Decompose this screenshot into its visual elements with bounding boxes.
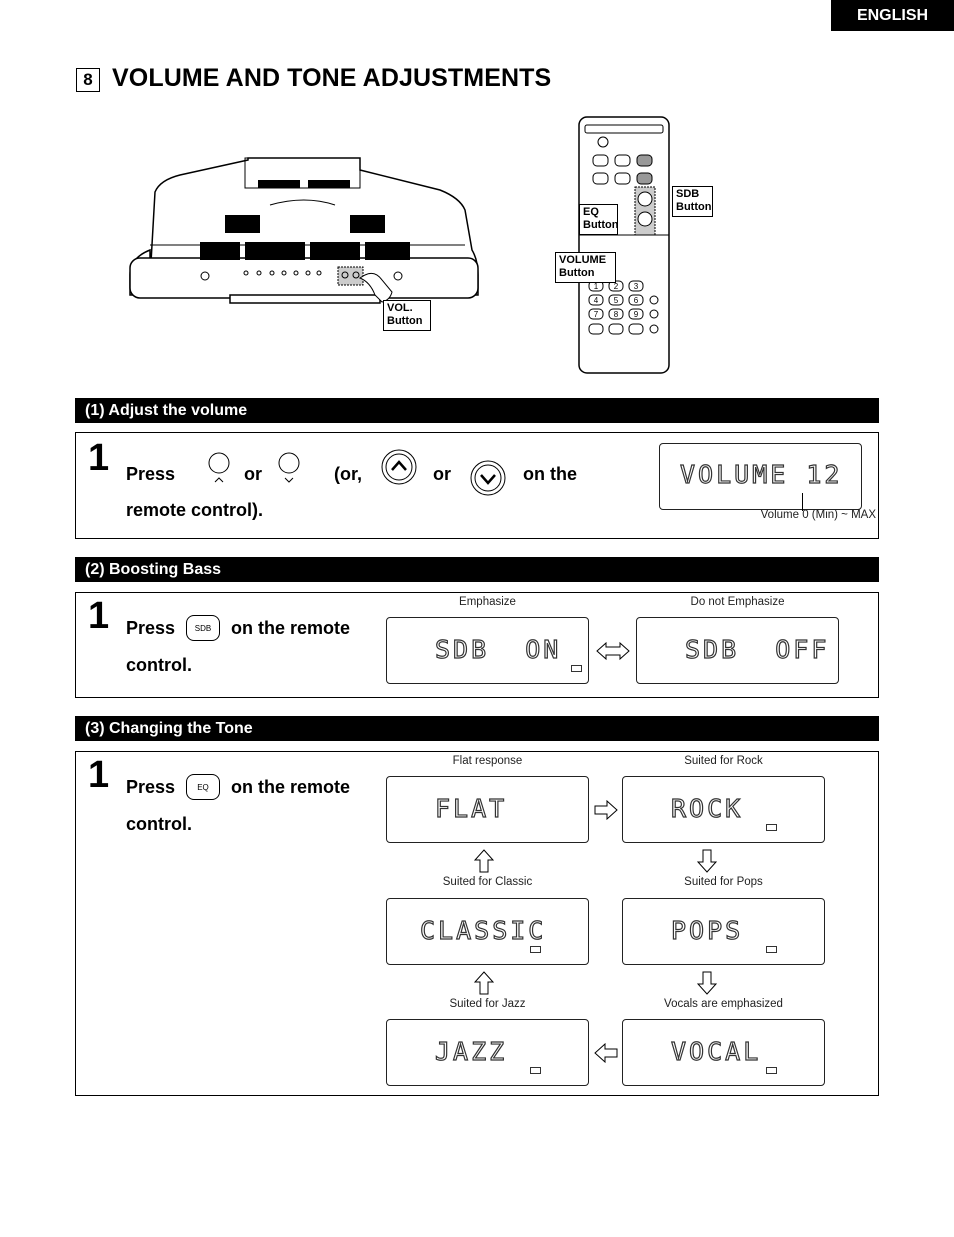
or-text: or — [244, 464, 262, 484]
eq-button-icon: EQ — [186, 774, 220, 800]
svg-text:1: 1 — [594, 282, 599, 291]
bass-step-box: 1 Press SDB on the remote control. Empha… — [75, 592, 879, 698]
volume-range-note: Volume 0 (Min) ~ MAX — [760, 509, 876, 521]
sdb-on-caption: Emphasize — [459, 596, 516, 608]
volume-down-knob-icon — [278, 452, 300, 483]
rock-caption: Suited for Rock — [684, 755, 763, 767]
vocal-lcd-text: VOCAL — [670, 1036, 762, 1066]
main-unit-illustration — [129, 157, 479, 304]
classic-lcd: CLASSIC — [386, 898, 589, 965]
tone-step-box: 1 Press EQ on the remote control. Flat r… — [75, 751, 879, 1096]
remote-volume-up-icon — [381, 449, 417, 485]
jazz-lcd-text: JAZZ — [434, 1036, 508, 1066]
section-number: 8 — [76, 68, 100, 92]
step-number: 1 — [88, 437, 110, 479]
flat-lcd-text: FLAT — [434, 793, 508, 823]
remote-control-text: remote control). — [126, 500, 264, 520]
on-remote-text: on the remote — [231, 618, 351, 638]
svg-text:3: 3 — [634, 282, 639, 291]
svg-text:2: 2 — [614, 282, 619, 291]
left-arrow-icon — [594, 1043, 618, 1063]
lcd-indicator — [571, 665, 582, 672]
lcd-indicator — [766, 1067, 777, 1074]
down-arrow-icon — [697, 849, 717, 873]
volume-lcd: VOLUME 12 — [659, 443, 862, 510]
lcd-indicator — [766, 824, 777, 831]
remote-control-illustration: 1 2 3 4 5 6 7 8 9 — [578, 116, 670, 374]
press-text: Press — [126, 777, 176, 797]
pops-lcd-text: POPS — [670, 915, 744, 945]
flat-caption: Flat response — [452, 755, 523, 767]
sdb-off-lcd-text: SDB OFF — [684, 634, 830, 664]
bass-section-header: (2) Boosting Bass — [75, 557, 879, 582]
sdb-button-icon: SDB — [186, 615, 220, 641]
up-arrow-icon — [474, 849, 494, 873]
language-tab: ENGLISH — [831, 0, 954, 31]
sdb-off-lcd: SDB OFF — [636, 617, 839, 684]
rock-lcd-text: ROCK — [670, 793, 744, 823]
sdb-button-callout: SDB Button — [672, 186, 713, 217]
eq-button-callout: EQ Button — [579, 204, 618, 235]
or-paren-text: (or, — [334, 464, 363, 484]
tone-section-header: (3) Changing the Tone — [75, 716, 879, 741]
flat-lcd: FLAT — [386, 776, 589, 843]
sdb-off-caption: Do not Emphasize — [690, 596, 785, 608]
pops-caption: Suited for Pops — [684, 876, 763, 888]
svg-text:9: 9 — [634, 310, 639, 319]
volume-up-knob-icon — [208, 452, 230, 483]
control-text: control. — [126, 814, 192, 834]
or-text-2: or — [433, 464, 451, 484]
svg-text:6: 6 — [634, 296, 639, 305]
lcd-indicator — [530, 1067, 541, 1074]
double-arrow-icon — [596, 641, 630, 661]
jazz-caption: Suited for Jazz — [449, 998, 526, 1010]
volume-pointer-line — [802, 493, 803, 511]
down-arrow-icon — [697, 971, 717, 995]
jazz-lcd: JAZZ — [386, 1019, 589, 1086]
rock-lcd: ROCK — [622, 776, 825, 843]
classic-caption: Suited for Classic — [442, 876, 533, 888]
step-number: 1 — [88, 595, 110, 637]
pops-lcd: POPS — [622, 898, 825, 965]
control-text: control. — [126, 655, 192, 675]
on-the-text: on the — [523, 464, 577, 484]
lcd-indicator — [766, 946, 777, 953]
svg-text:8: 8 — [614, 310, 619, 319]
press-text: Press — [126, 464, 176, 484]
svg-text:7: 7 — [594, 310, 599, 319]
lcd-indicator — [530, 946, 541, 953]
vocal-lcd: VOCAL — [622, 1019, 825, 1086]
classic-lcd-text: CLASSIC — [419, 915, 547, 945]
svg-text:5: 5 — [614, 296, 619, 305]
right-arrow-icon — [594, 800, 618, 820]
sdb-on-lcd-text: SDB ON — [434, 634, 562, 664]
vocal-caption: Vocals are emphasized — [664, 998, 783, 1010]
up-arrow-icon — [474, 971, 494, 995]
remote-volume-down-icon — [470, 460, 506, 496]
volume-lcd-text: VOLUME 12 — [679, 459, 843, 489]
volume-step-box: 1 Press or (or, or on the remote control… — [75, 432, 879, 539]
vol-button-callout: VOL. Button — [383, 300, 431, 331]
volume-section-header: (1) Adjust the volume — [75, 398, 879, 423]
on-remote-text: on the remote — [231, 777, 351, 797]
svg-text:4: 4 — [594, 296, 599, 305]
section-title: VOLUME AND TONE ADJUSTMENTS — [112, 64, 552, 92]
press-text: Press — [126, 618, 176, 638]
sdb-on-lcd: SDB ON — [386, 617, 589, 684]
step-number: 1 — [88, 754, 110, 796]
volume-button-callout: VOLUME Button — [555, 252, 616, 283]
